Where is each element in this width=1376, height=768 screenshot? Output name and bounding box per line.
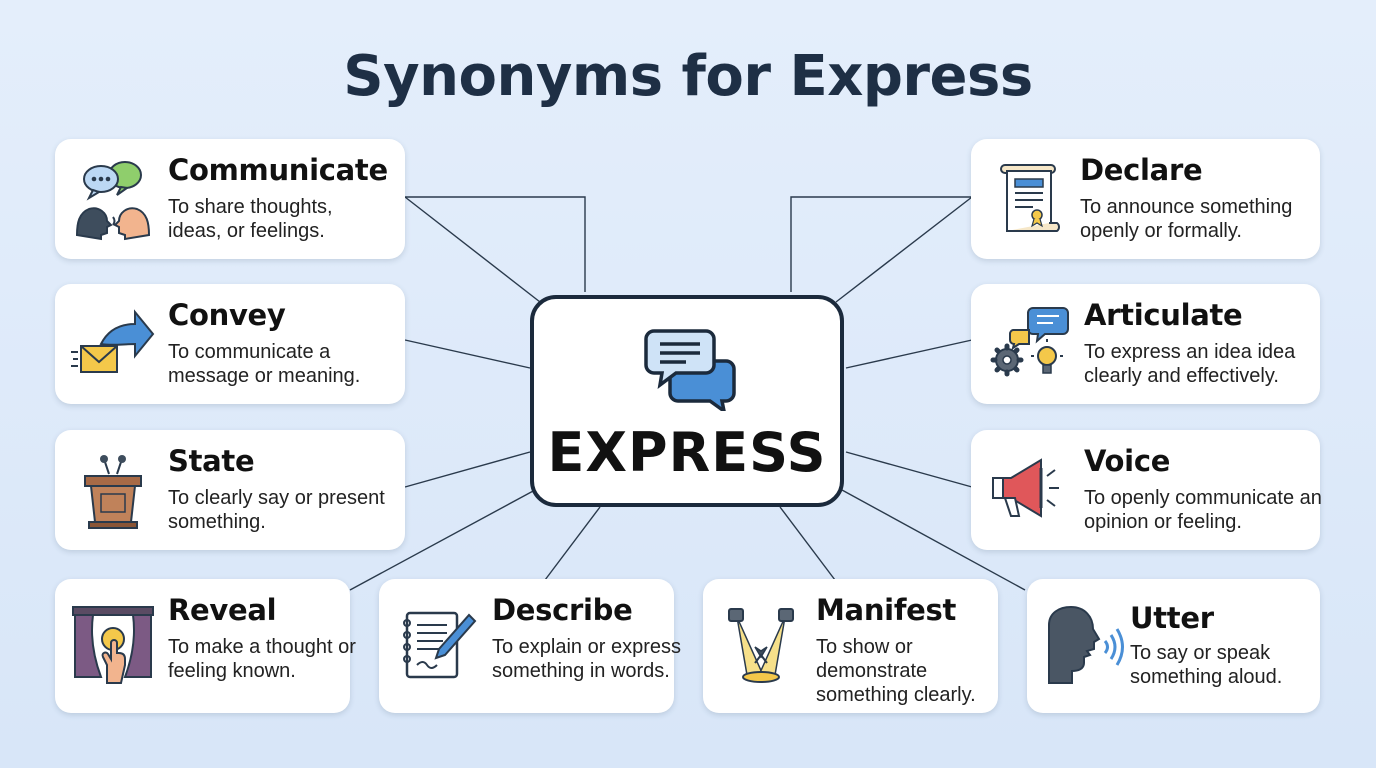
- synonym-word: Reveal: [168, 593, 277, 627]
- connector-communicate: [405, 196, 586, 292]
- synonym-word: Declare: [1080, 153, 1203, 187]
- synonym-definition: To clearly say or present something.: [168, 487, 385, 533]
- synonym-word: Convey: [168, 298, 286, 332]
- synonym-word: Communicate: [168, 153, 388, 187]
- gear-bulb-bubbles-icon: [987, 302, 1071, 386]
- connector-manifest: [779, 506, 836, 581]
- synonym-card-manifest: Manifest To show or demonstrate somethin…: [703, 579, 998, 713]
- synonym-card-reveal: Reveal To make a thought or feeling know…: [55, 579, 356, 713]
- connector-declare: [790, 196, 972, 292]
- synonym-card-declare: Declare To announce something openly or …: [971, 139, 1320, 259]
- connector-state: [404, 451, 531, 488]
- conversation-heads-icon: [71, 157, 155, 241]
- connector-voice: [845, 451, 973, 488]
- center-node: EXPRESS: [530, 295, 844, 507]
- connector-declare-diag: [835, 196, 973, 303]
- center-word: EXPRESS: [547, 421, 827, 484]
- synonym-card-convey: Convey To communicate a message or meani…: [55, 284, 405, 404]
- synonym-definition: To say or speak something aloud.: [1130, 642, 1283, 688]
- synonym-definition: To share thoughts, ideas, or feelings.: [168, 196, 333, 242]
- synonym-definition: To express an idea idea clearly and effe…: [1084, 341, 1296, 387]
- synonym-card-articulate: Articulate To express an idea idea clear…: [971, 284, 1320, 404]
- synonym-word: Utter: [1130, 601, 1214, 635]
- speech-bubbles-icon: [644, 327, 738, 415]
- synonym-definition: To make a thought or feeling known.: [168, 636, 356, 682]
- synonym-definition: To show or demonstrate something clearly…: [816, 636, 976, 706]
- speaking-head-icon: [1043, 603, 1127, 687]
- notepad-pencil-icon: [395, 603, 479, 687]
- synonym-word: Voice: [1084, 444, 1171, 478]
- connector-convey: [404, 339, 531, 369]
- connector-utter: [841, 489, 1026, 591]
- connector-reveal: [349, 489, 536, 591]
- connector-communicate-diag: [404, 196, 541, 303]
- synonym-word: Describe: [492, 593, 633, 627]
- megaphone-icon: [987, 448, 1071, 532]
- synonym-word: Manifest: [816, 593, 957, 627]
- connector-articulate: [845, 339, 973, 369]
- synonym-card-communicate: Communicate To share thoughts, ideas, or…: [55, 139, 405, 259]
- synonym-definition: To announce something openly or formally…: [1080, 196, 1293, 242]
- synonym-card-state: State To clearly say or present somethin…: [55, 430, 405, 550]
- synonym-card-describe: Describe To explain or express something…: [379, 579, 681, 713]
- synonym-definition: To communicate a message or meaning.: [168, 341, 361, 387]
- synonym-definition: To explain or express something in words…: [492, 636, 681, 682]
- curtain-reveal-icon: [71, 603, 155, 687]
- synonym-word: Articulate: [1084, 298, 1243, 332]
- scroll-document-icon: [987, 157, 1071, 241]
- envelope-arrow-icon: [71, 302, 155, 386]
- synonym-word: State: [168, 444, 255, 478]
- podium-icon: [71, 448, 155, 532]
- spotlight-icon: [719, 603, 803, 687]
- synonym-card-voice: Voice To openly communicate an opinion o…: [971, 430, 1322, 550]
- synonym-definition: To openly communicate an opinion or feel…: [1084, 487, 1322, 533]
- synonym-card-utter: Utter To say or speak something aloud.: [1027, 579, 1320, 713]
- connector-describe: [544, 506, 601, 581]
- diagram-title: Synonyms for Express: [343, 44, 1033, 109]
